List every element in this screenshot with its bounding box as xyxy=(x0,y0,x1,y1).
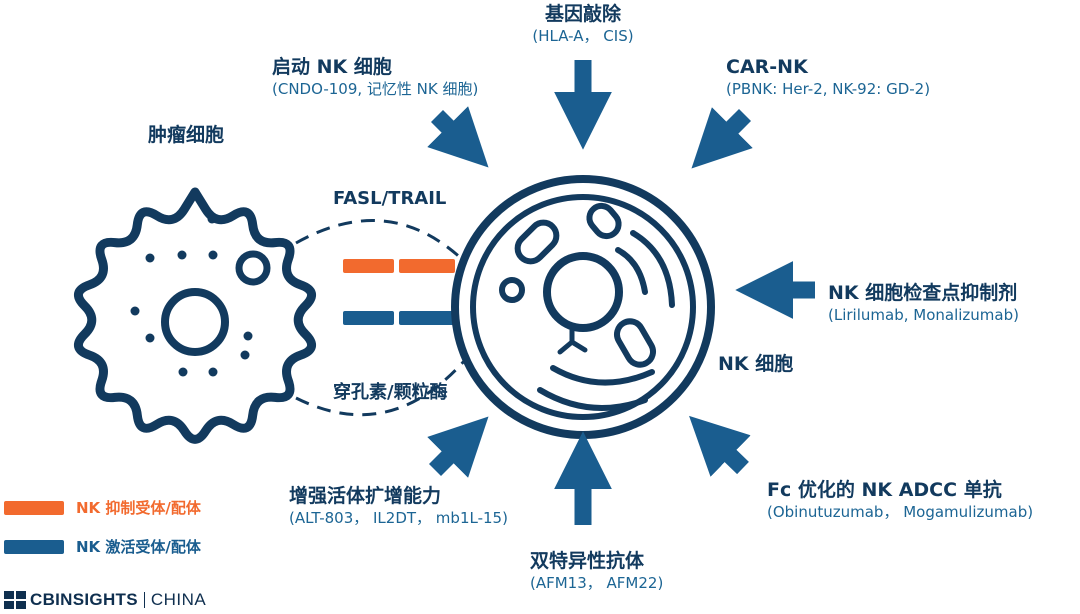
expansion-title: 增强活体扩增能力 xyxy=(289,485,442,507)
legend-activating-label: NK 激活受体/配体 xyxy=(76,538,201,556)
gene-knockout-title: 基因敲除 xyxy=(544,3,621,25)
cb-insights-logo: CBINSIGHTS CHINA xyxy=(4,589,206,611)
nk-organelle-arc-4 xyxy=(537,387,648,411)
receptor-connections xyxy=(295,219,467,417)
tumor-cell xyxy=(74,187,316,444)
inhibitory-receptor-bar-left xyxy=(343,259,394,273)
arrow-priming xyxy=(427,106,489,168)
car-nk-label: CAR-NK (PBNK: Her-2, NK-92: GD-2) xyxy=(726,55,930,99)
expansion-label: 增强活体扩增能力 (ALT-803， IL2DT， mb1L-15) xyxy=(289,484,508,528)
legend-activating-swatch xyxy=(4,540,64,554)
tumor-cell-label: 肿瘤细胞 xyxy=(148,124,225,146)
nk-cell-nucleus xyxy=(543,252,623,332)
priming-label: 启动 NK 细胞 (CNDO-109, 记忆性 NK 细胞) xyxy=(272,55,478,99)
checkpoint-title: NK 细胞检查点抑制剂 xyxy=(828,282,1018,304)
checkpoint-inhibitor-label: NK 细胞检查点抑制剂 (Lirilumab, Monalizumab) xyxy=(828,281,1019,325)
tumor-granules xyxy=(130,214,253,377)
fasl-trail-label: FASL/TRAIL xyxy=(333,188,447,209)
tumor-vesicle xyxy=(235,250,271,286)
logo-brand: CBINSIGHTS xyxy=(30,590,138,609)
logo-divider xyxy=(143,592,145,608)
nk-granule-1 xyxy=(514,219,560,265)
nk-cell-label: NK 细胞 xyxy=(718,353,794,375)
priming-title: 启动 NK 细胞 xyxy=(272,56,392,78)
gene-knockout-label: 基因敲除 (HLA-A， CIS) xyxy=(513,2,653,46)
inhibitory-receptor-bar-right xyxy=(399,259,455,273)
fc-adcc-title: Fc 优化的 NK ADCC 单抗 xyxy=(767,479,1002,501)
nk-cell-membrane-inner xyxy=(470,194,696,420)
arrow-expansion xyxy=(427,416,489,478)
fc-adcc-examples: (Obinutuzumab， Mogamulizumab) xyxy=(767,503,1034,521)
activating-receptor-bar-right xyxy=(399,311,455,325)
gene-knockout-examples: (HLA-A， CIS) xyxy=(532,27,634,45)
tumor-cell-outline xyxy=(74,187,316,444)
arrow-fc-adcc xyxy=(689,415,751,477)
activating-receptor-bar-left xyxy=(343,311,394,325)
fc-adcc-label: Fc 优化的 NK ADCC 单抗 (Obinutuzumab， Mogamul… xyxy=(767,478,1033,522)
arrow-car-nk xyxy=(691,107,753,169)
nk-cell xyxy=(451,175,715,439)
nk-granule-2 xyxy=(586,202,622,240)
bispecific-title: 双特异性抗体 xyxy=(530,550,645,572)
nk-organelle-arc-1 xyxy=(615,247,648,295)
legend-inhibitory-label: NK 抑制受体/配体 xyxy=(76,499,201,517)
expansion-examples: (ALT-803， IL2DT， mb1L-15) xyxy=(289,509,508,527)
checkpoint-examples: (Lirilumab, Monalizumab) xyxy=(828,306,1019,324)
nk-vesicle xyxy=(499,277,525,303)
cb-insights-logo-mark-icon xyxy=(4,591,26,609)
bispecific-examples: (AFM13， AFM22) xyxy=(530,574,664,592)
nk-organelle-arc-3 xyxy=(550,365,655,386)
priming-examples: (CNDO-109, 记忆性 NK 细胞) xyxy=(272,80,479,98)
nucleus-stalk xyxy=(557,327,588,355)
legend-inhibitory-swatch xyxy=(4,501,64,515)
tumor-nucleus xyxy=(161,288,229,356)
strategy-arrows xyxy=(427,60,815,525)
perforin-granzyme-dashed-arc xyxy=(295,359,467,417)
car-nk-title: CAR-NK xyxy=(726,56,808,78)
bispecific-label: 双特异性抗体 (AFM13， AFM22) xyxy=(530,549,663,593)
fasl-trail-dashed-arc xyxy=(295,219,467,264)
logo-region: CHINA xyxy=(150,590,207,609)
nk-organelle-arc-2 xyxy=(630,230,675,308)
perforin-granzyme-label: 穿孔素/颗粒酶 xyxy=(333,382,448,403)
nk-granule-3 xyxy=(614,318,656,368)
car-nk-examples: (PBNK: Her-2, NK-92: GD-2) xyxy=(726,80,931,98)
